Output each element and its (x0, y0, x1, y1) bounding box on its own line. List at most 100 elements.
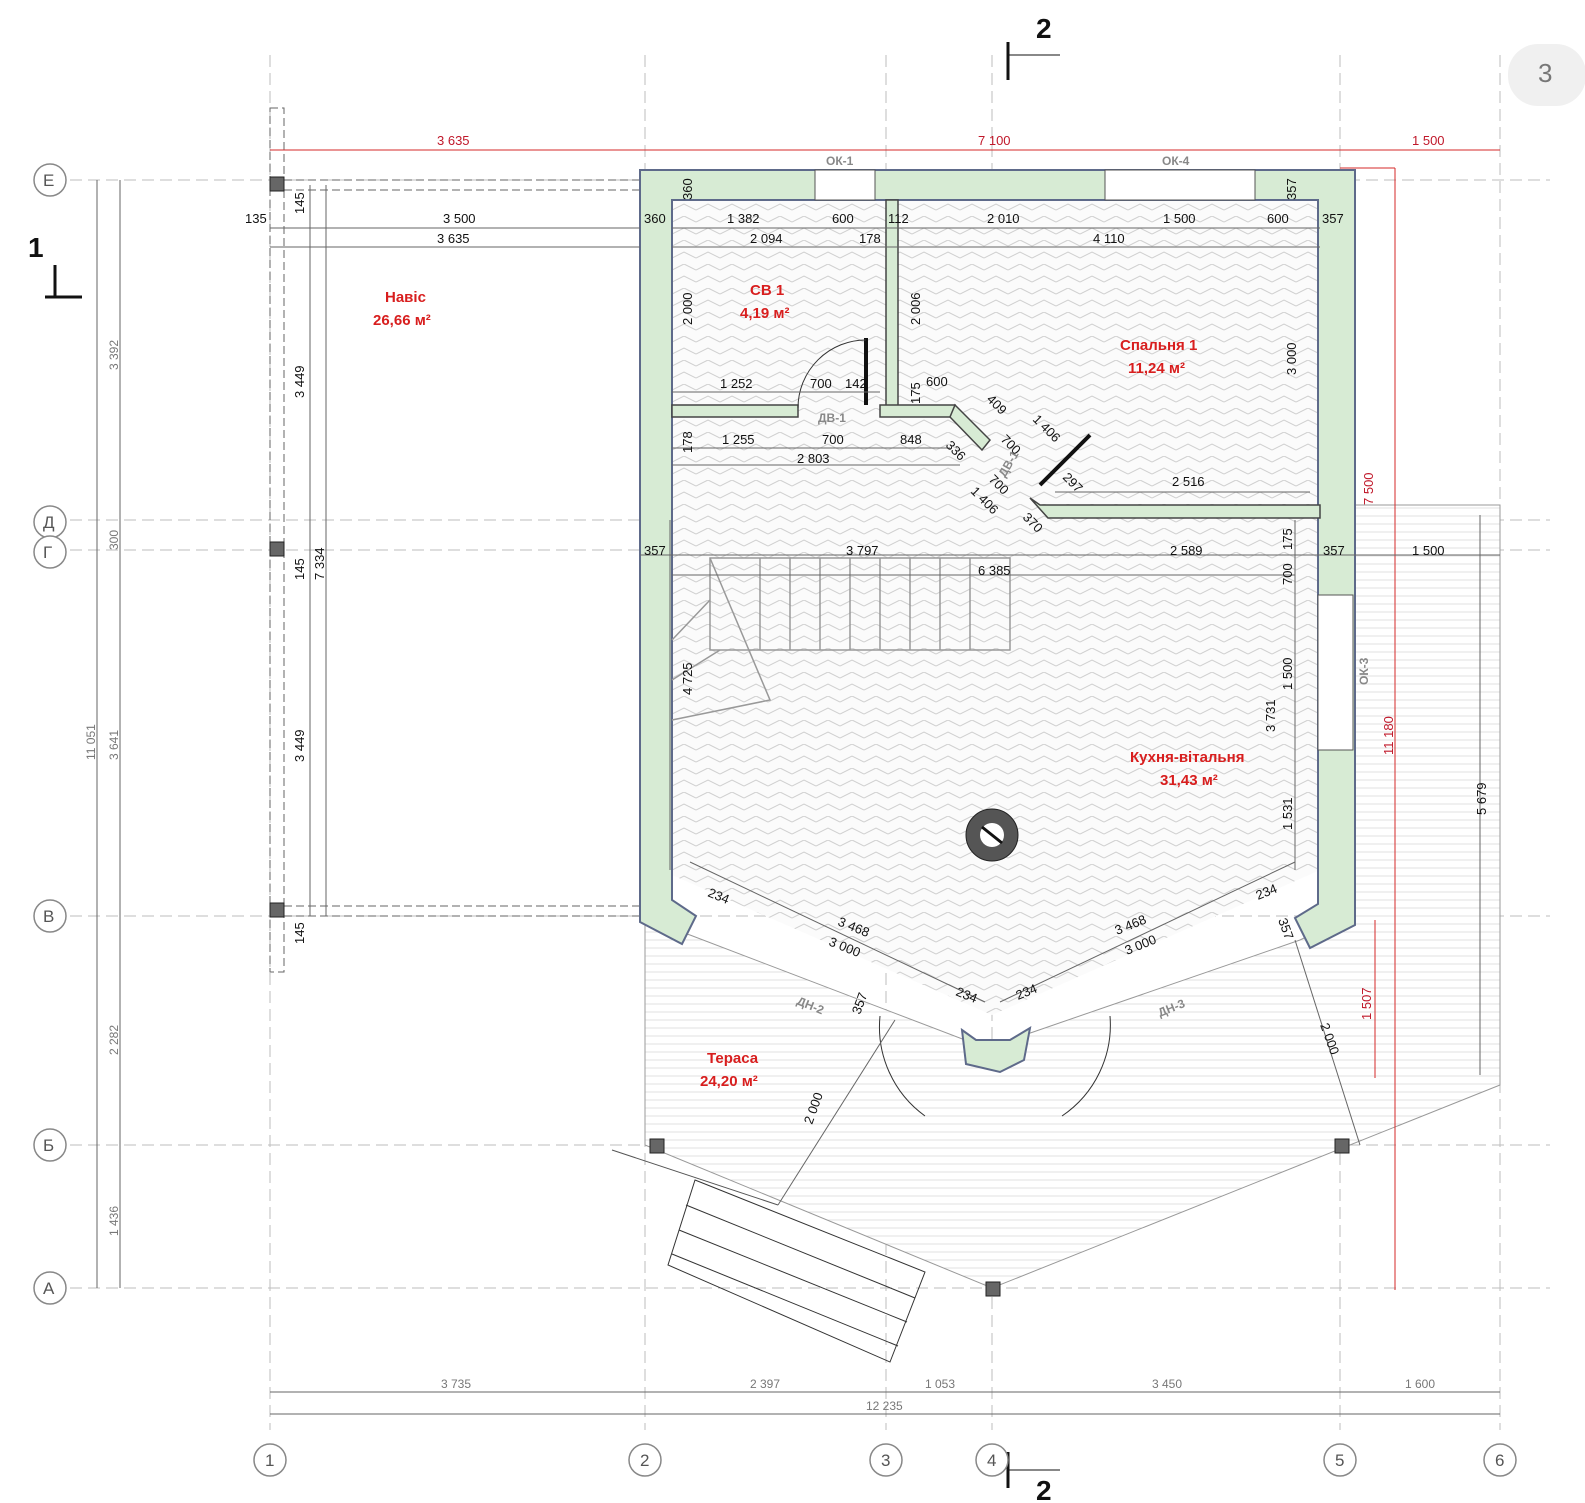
dim-lg-3: 3 641 (107, 730, 121, 760)
dim-mid-4: 1 255 (722, 432, 755, 447)
dim-top-red-3: 1 500 (1412, 133, 1445, 148)
dim-row1-3: 1 382 (727, 211, 760, 226)
dim-bottom-1: 2 397 (750, 1377, 780, 1391)
dim-lo-9: 357 (1275, 916, 1297, 942)
dim-g-3: 357 (1323, 543, 1345, 558)
dim-row2-1: 2 094 (750, 231, 783, 246)
dim-rs-3: 3 731 (1263, 699, 1278, 732)
canopy-posts (269, 176, 285, 918)
dim-row1-0: 135 (245, 211, 267, 226)
dim-row1-1: 3 500 (443, 211, 476, 226)
dim-row1-7: 1 500 (1163, 211, 1196, 226)
axis-bubbles (33, 163, 1517, 1477)
dim-lg-4: 2 282 (107, 1025, 121, 1055)
section-1-label: 1 (28, 232, 44, 263)
dim-vt-4: 2 006 (908, 292, 923, 325)
dim-vt-6: 3 449 (292, 365, 307, 398)
room-name-sv1: СВ 1 (750, 282, 784, 299)
stairs (671, 557, 1011, 721)
section-2-bottom-label: 2 (1036, 1475, 1052, 1503)
room-area-kitchen: 31,43 м² (1160, 772, 1218, 789)
room-area-bedroom: 11,24 м² (1128, 360, 1185, 377)
dim-g-0: 357 (644, 543, 666, 558)
dim-lg-5: 1 436 (107, 1206, 121, 1236)
dim-bottom-2: 1 053 (925, 1377, 955, 1391)
dim-mid-5: 700 (822, 432, 844, 447)
room-name-naves: Навіс (385, 289, 426, 306)
tag-ok1: ОК-1 (826, 154, 854, 168)
dim-rs-6: 11 180 (1381, 716, 1396, 755)
dim-row2-0: 3 635 (437, 231, 470, 246)
dim-bottom-total: 12 235 (866, 1399, 903, 1413)
dim-rs-1: 700 (1280, 563, 1295, 585)
axis-row-e: Е (43, 171, 54, 190)
dim-ls-2: 3 449 (292, 729, 307, 762)
dim-mid-14: 2 516 (1172, 474, 1205, 489)
dim-ls-1: 7 334 (312, 547, 327, 580)
dim-rs-0: 175 (1280, 528, 1295, 550)
axis-col-6: 6 (1495, 1451, 1504, 1470)
section-2-top-label: 2 (1036, 13, 1052, 44)
axis-col-3: 3 (881, 1451, 890, 1470)
dim-g-5: 6 385 (978, 563, 1011, 578)
dim-g-4: 1 500 (1412, 543, 1445, 558)
dim-row2-2: 178 (859, 231, 881, 246)
dim-row1-9: 357 (1322, 211, 1344, 226)
axis-col-5: 5 (1335, 1451, 1344, 1470)
dim-bottom-0: 3 735 (441, 1377, 471, 1391)
dim-row1-6: 2 010 (987, 211, 1020, 226)
dim-mid-8: 178 (680, 431, 695, 453)
dim-vt-3: 2 000 (680, 292, 695, 325)
tag-ok3: ОК-3 (1357, 657, 1371, 685)
axis-col-2: 2 (640, 1451, 649, 1470)
dim-ls-3: 145 (292, 922, 307, 944)
room-area-naves: 26,66 м² (373, 312, 431, 329)
dim-vt-5: 3 000 (1284, 342, 1299, 375)
dim-bottom-3: 3 450 (1152, 1377, 1182, 1391)
tag-ok4: ОК-4 (1162, 154, 1190, 168)
dim-g-2: 2 589 (1170, 543, 1203, 558)
dim-mid-9: 2 803 (797, 451, 830, 466)
dim-row1-4: 600 (832, 211, 854, 226)
page-number: 3 (1538, 58, 1553, 88)
red-dim-lines (270, 149, 1500, 1290)
axis-col-4: 4 (987, 1451, 996, 1470)
dim-rs-2: 1 500 (1280, 657, 1295, 690)
interior-walls (671, 199, 1321, 519)
dim-vt-2: 145 (292, 192, 307, 214)
dim-mid-1: 700 (810, 376, 832, 391)
dim-row1-5: 112 (888, 211, 909, 226)
page-number-badge: 3 (1508, 44, 1585, 106)
axis-col-1: 1 (265, 1451, 274, 1470)
terrace-posts (649, 1138, 1350, 1297)
dim-mid-6: 848 (900, 432, 922, 447)
dim-rs-7: 5 679 (1474, 782, 1489, 815)
dim-mid-0: 1 252 (720, 376, 753, 391)
exterior-walls (639, 169, 1356, 1074)
dim-bottom-4: 1 600 (1405, 1377, 1435, 1391)
dim-ls-0: 145 (292, 558, 307, 580)
room-name-terrace: Тераса (707, 1050, 759, 1067)
dim-lg-0: 3 392 (107, 340, 121, 370)
dim-top-red-1: 3 635 (437, 133, 470, 148)
dim-lg-2: 11 051 (84, 724, 98, 760)
dim-vt-0: 360 (680, 178, 695, 200)
axis-row-v: В (43, 907, 54, 926)
dim-lo-8: 357 (849, 991, 871, 1017)
dim-vt-1: 357 (1284, 178, 1299, 200)
axis-row-a: А (43, 1279, 55, 1298)
section-marks (45, 42, 1060, 1488)
door-swings (797, 339, 1111, 1117)
interior-floor (672, 197, 1320, 1015)
dim-mid-3: 600 (926, 374, 948, 389)
dim-row2-3: 4 110 (1093, 231, 1125, 246)
axis-row-d: Д (43, 513, 55, 532)
dim-row1-2: 360 (644, 211, 666, 226)
dim-mid-2: 142 (845, 376, 867, 391)
room-name-kitchen: Кухня-вітальня (1130, 749, 1244, 766)
tag-dv1-a: ДВ-1 (818, 411, 846, 425)
dim-lg-1: 300 (107, 530, 121, 550)
dim-lo-10: 1 507 (1359, 987, 1374, 1020)
gray-dim-lines (96, 180, 1500, 1415)
